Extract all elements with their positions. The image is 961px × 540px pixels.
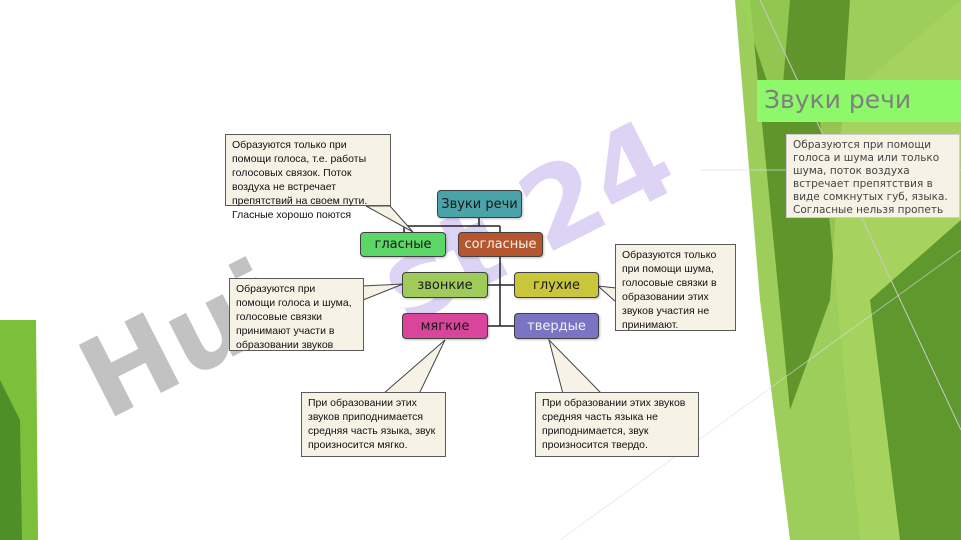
right-green-shape-4 [870,220,961,540]
node-vowels: гласные [360,232,446,257]
note-hard: При образовании этих звуков средняя част… [535,392,699,457]
slide-title: Звуки речи [764,85,912,114]
node-hard: твердые [514,313,599,339]
note-soft: При образовании этих звуков приподнимает… [301,392,446,457]
node-voiced: звонкие [402,272,488,298]
note-voiced: Образуются при помощи голоса и шума, гол… [229,278,364,351]
note-vowels: Образуются только при помощи голоса, т.е… [225,134,391,221]
pointer-soft [381,339,446,395]
pointer-voiced [362,283,404,301]
node-soft: мягкие [402,313,488,339]
node-consonants: согласные [458,232,543,257]
pointer-hard [548,338,604,395]
pointer-vowels [365,205,414,233]
node-sounds-of-speech: Звуки речи [437,190,522,218]
left-dark-triangle [0,380,22,540]
pointer-voiceless [596,285,617,304]
side-text-box: Образуются при помощи голоса и шума или … [786,134,960,218]
note-voiceless: Образуются только при помощи шума, голос… [615,244,736,331]
node-voiceless: глухие [514,272,599,298]
title-bar [757,80,961,122]
